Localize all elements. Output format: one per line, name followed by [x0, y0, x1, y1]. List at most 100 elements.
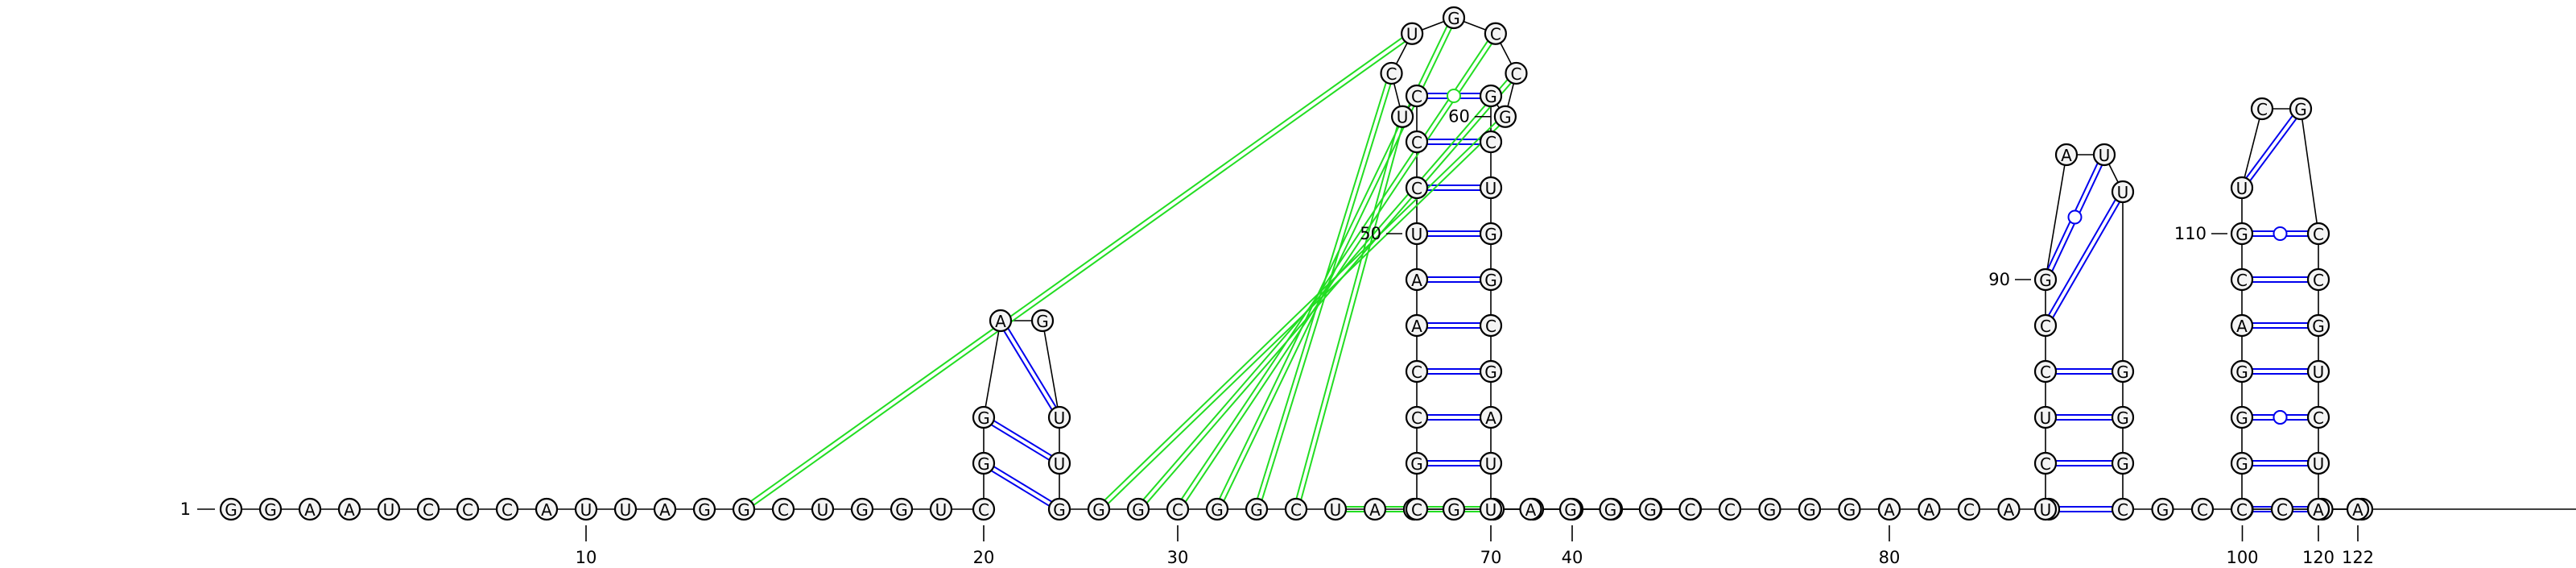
- nucleotide-3: A: [298, 497, 322, 521]
- svg-text:G: G: [1484, 363, 1497, 382]
- nucleotide-68: A: [1479, 405, 1503, 429]
- nucleotide-108: A: [2230, 313, 2254, 338]
- nucleotide-83: A: [1997, 497, 2021, 521]
- svg-text:C: C: [462, 500, 473, 520]
- canonical-pair-line: [985, 460, 1062, 508]
- svg-text:U: U: [2040, 408, 2052, 428]
- nucleotide-7: C: [456, 497, 480, 521]
- svg-text:G: G: [2116, 454, 2129, 474]
- backbone-segment: [983, 320, 1001, 418]
- index-label: 1: [180, 500, 191, 519]
- svg-text:A: A: [2313, 500, 2324, 520]
- svg-text:C: C: [1724, 500, 1736, 520]
- svg-text:C: C: [1411, 408, 1422, 428]
- nucleotide-85: U: [2033, 497, 2058, 521]
- nucleotide-71: A: [1519, 497, 1542, 521]
- nucleotide-64: G: [1479, 222, 1503, 246]
- canonical-pair-line: [2046, 193, 2126, 328]
- svg-text:G: G: [2235, 408, 2248, 428]
- nucleotide-81: A: [1918, 497, 1941, 521]
- svg-text:A: A: [1924, 500, 1935, 520]
- svg-text:U: U: [2117, 183, 2129, 202]
- nucleotide-94: G: [2111, 359, 2135, 384]
- svg-text:A: A: [2236, 317, 2248, 336]
- svg-text:G: G: [1211, 500, 1224, 520]
- nucleotide-35: A: [1363, 497, 1387, 521]
- svg-text:U: U: [1411, 225, 1423, 244]
- nucleotide-93: U: [2111, 180, 2135, 204]
- svg-text:U: U: [817, 500, 829, 520]
- canonical-pair-line: [2243, 110, 2304, 190]
- nucleotide-119: U: [2306, 451, 2330, 475]
- svg-text:U: U: [935, 500, 947, 520]
- nucleotide-79: G: [1838, 497, 1861, 521]
- svg-text:G: G: [2039, 271, 2052, 290]
- index-label: 50: [1360, 224, 1381, 243]
- nucleotide-27: G: [1047, 497, 1071, 521]
- nucleotide-111: U: [2230, 176, 2254, 200]
- wobble-pair-marker: [2273, 226, 2288, 241]
- nucleotide-6: C: [416, 497, 440, 521]
- svg-text:A: A: [2352, 500, 2363, 520]
- nucleotide-66: C: [1479, 313, 1503, 338]
- svg-text:C: C: [2117, 500, 2128, 520]
- nucleotide-90: G: [2033, 267, 2058, 292]
- svg-text:C: C: [2236, 500, 2248, 520]
- nucleotide-106: G: [2230, 405, 2254, 429]
- svg-text:C: C: [2197, 500, 2208, 520]
- nucleotide-13: G: [692, 497, 716, 521]
- nucleotide-37: G: [1442, 497, 1466, 521]
- svg-text:C: C: [2313, 408, 2324, 428]
- nucleotide-33: C: [1284, 497, 1308, 521]
- svg-text:U: U: [2313, 363, 2325, 382]
- nucleotide-5: U: [377, 497, 401, 521]
- canonical-pair-line: [981, 418, 1059, 466]
- svg-text:C: C: [978, 500, 989, 520]
- svg-text:G: G: [2116, 408, 2129, 428]
- nucleotide-53: C: [1405, 84, 1429, 108]
- nucleotide-72: G: [1558, 497, 1583, 521]
- svg-text:G: G: [1036, 312, 1049, 331]
- svg-text:G: G: [1484, 271, 1497, 290]
- nucleotide-47: C: [1405, 359, 1429, 384]
- index-label: 20: [973, 548, 995, 567]
- svg-text:G: G: [2235, 363, 2248, 382]
- nucleotide-48: A: [1405, 313, 1429, 338]
- svg-text:G: G: [1644, 500, 1657, 520]
- nucleotide-115: C: [2306, 267, 2330, 292]
- noncanonical-pair-line: [1293, 115, 1402, 509]
- nucleotide-73: G: [1599, 497, 1622, 521]
- nucleotide-97: C: [2111, 497, 2135, 521]
- nucleotide-69: U: [1479, 451, 1503, 475]
- svg-text:G: G: [1604, 500, 1617, 520]
- nucleotide-15: C: [771, 497, 795, 521]
- svg-text:C: C: [2040, 317, 2051, 336]
- nucleotide-87: U: [2033, 405, 2058, 429]
- svg-text:G: G: [264, 500, 277, 520]
- svg-text:G: G: [1499, 108, 1512, 127]
- svg-text:G: G: [698, 500, 711, 520]
- wobble-pair-marker: [2067, 209, 2083, 225]
- index-label: 10: [576, 548, 597, 567]
- svg-text:C: C: [1411, 133, 1422, 152]
- nucleotide-50: U: [1405, 222, 1429, 246]
- svg-text:C: C: [2256, 100, 2268, 119]
- nucleotide-109: C: [2230, 267, 2254, 292]
- svg-text:C: C: [2313, 225, 2324, 244]
- svg-text:C: C: [2236, 271, 2248, 290]
- svg-text:G: G: [737, 500, 750, 520]
- svg-text:C: C: [1411, 363, 1422, 382]
- canonical-pair-line: [1001, 318, 1063, 417]
- canonical-pair-line: [985, 414, 1062, 462]
- svg-text:G: G: [1484, 225, 1497, 244]
- nucleotide-21: G: [972, 451, 996, 475]
- svg-text:U: U: [1397, 108, 1409, 127]
- svg-text:G: G: [1250, 500, 1263, 520]
- svg-text:G: G: [1092, 500, 1105, 520]
- nucleotide-52: C: [1405, 130, 1429, 154]
- svg-text:G: G: [2235, 225, 2248, 244]
- nucleotide-25: U: [1047, 405, 1071, 429]
- svg-text:U: U: [2040, 500, 2052, 520]
- nucleotide-70: U: [1479, 497, 1503, 521]
- svg-text:G: G: [977, 408, 990, 428]
